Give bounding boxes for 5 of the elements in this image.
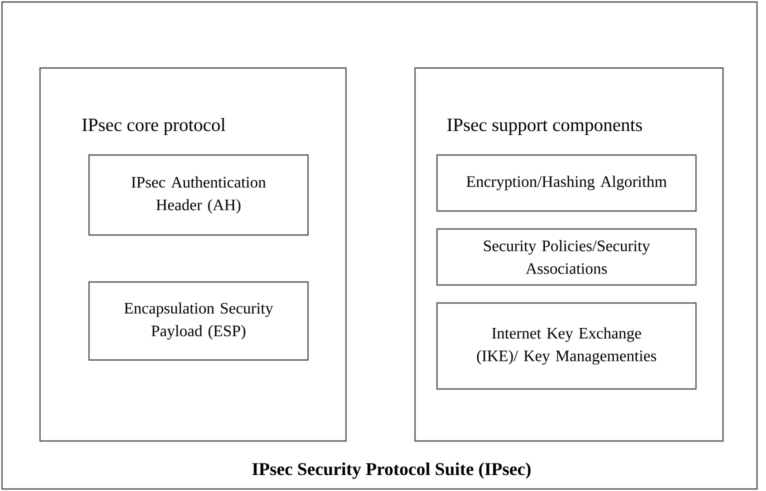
- protocol-box: Security Policies/Security Associations: [436, 228, 697, 286]
- protocol-box: Encapsulation Security Payload (ESP): [88, 281, 309, 361]
- protocol-box: IPsec Authentication Header (AH): [88, 154, 309, 236]
- protocol-box: Internet Key Exchange (IKE)/ Key Managementies: [436, 302, 697, 390]
- protocol-box: Encryption/Hashing Algorithm: [436, 154, 697, 212]
